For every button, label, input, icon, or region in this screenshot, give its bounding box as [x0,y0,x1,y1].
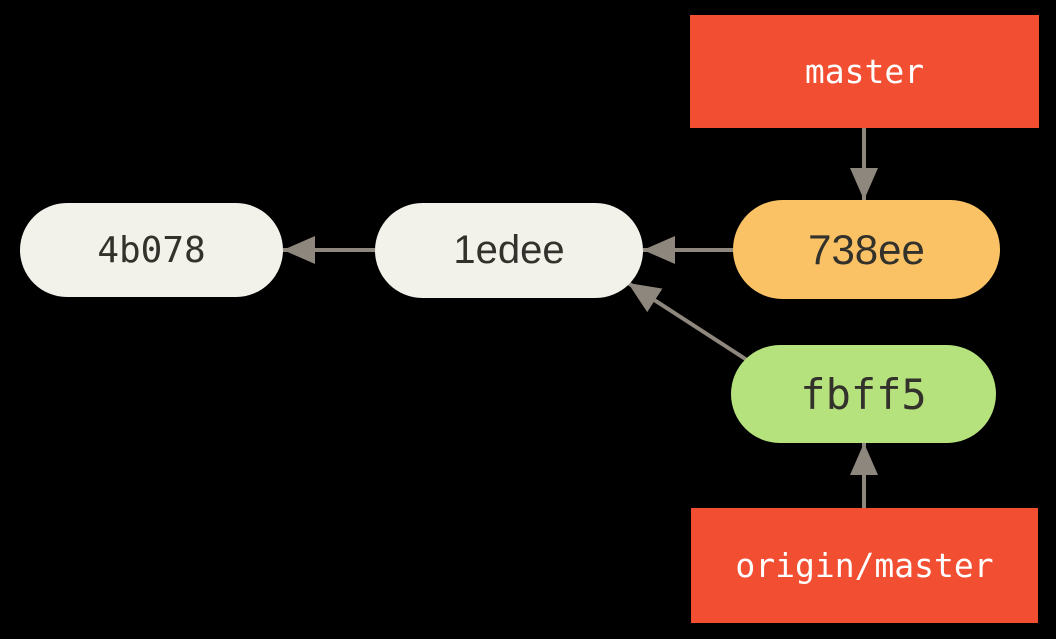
commit-hash-738ee: 738ee [808,225,925,273]
branch-label-origin-master: origin/master [691,508,1038,623]
branch-label-master: master [690,15,1039,128]
commit-node-1edee: 1edee [375,203,643,298]
commit-node-738ee: 738ee [733,200,1000,299]
commit-hash-fbff5: fbff5 [800,369,927,419]
commit-hash-4b078: 4b078 [97,229,206,271]
commit-node-4b078: 4b078 [20,203,283,297]
commit-hash-1edee: 1edee [453,228,565,272]
branch-label-master-text: master [804,52,925,91]
branch-label-origin-master-text: origin/master [735,546,994,585]
commit-node-fbff5: fbff5 [731,345,996,443]
arrow-fbff5-to-1edee [626,281,749,362]
